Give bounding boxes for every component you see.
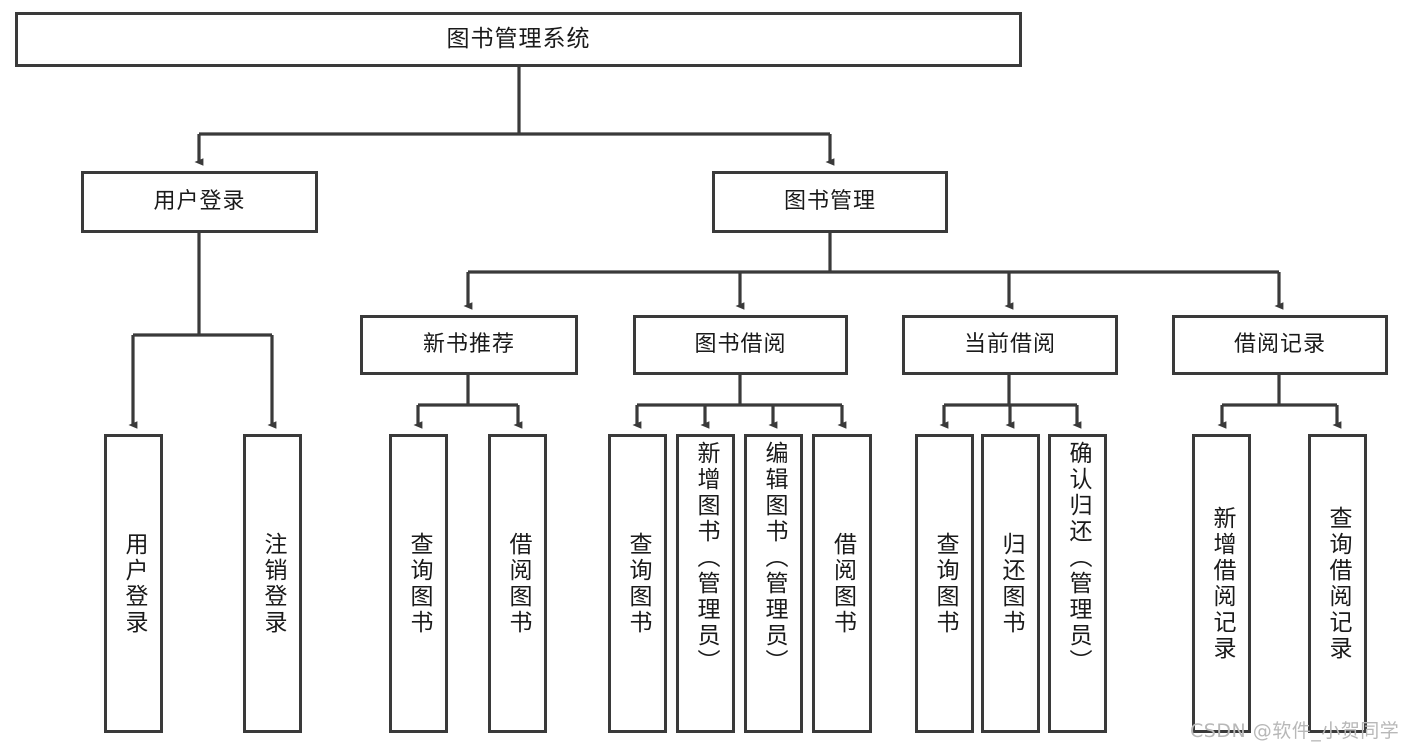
- leaf-borrow-edit-book-admin[interactable]: 编辑图书（管理员）: [744, 434, 803, 733]
- leaf-current-query-books-label: 查询图书: [932, 531, 958, 636]
- node-current-borrowing-label: 当前借阅: [963, 331, 1056, 357]
- leaf-user-login-logout-label: 注销登录: [260, 531, 286, 636]
- leaf-current-query-books[interactable]: 查询图书: [915, 434, 974, 733]
- leaf-new-book-query-books-label: 查询图书: [406, 531, 432, 636]
- node-book-management-label: 图书管理: [783, 188, 876, 214]
- node-current-borrowing[interactable]: 当前借阅: [902, 315, 1118, 375]
- leaf-record-add-borrow-record-label: 新增借阅记录: [1209, 505, 1235, 662]
- leaf-borrow-query-books[interactable]: 查询图书: [608, 434, 667, 733]
- leaf-record-add-borrow-record[interactable]: 新增借阅记录: [1192, 434, 1251, 733]
- node-root-book-management-system[interactable]: 图书管理系统: [15, 12, 1022, 67]
- node-borrowing-record[interactable]: 借阅记录: [1172, 315, 1388, 375]
- leaf-borrow-borrow-books-label: 借阅图书: [829, 531, 856, 636]
- node-book-borrowing[interactable]: 图书借阅: [633, 315, 848, 375]
- leaf-current-confirm-return-admin[interactable]: 确认归还（管理员）: [1048, 434, 1107, 733]
- node-book-management[interactable]: 图书管理: [712, 171, 948, 233]
- leaf-new-book-borrow-books-label: 借阅图书: [505, 531, 531, 636]
- leaf-borrow-borrow-books[interactable]: 借阅图书: [812, 434, 872, 733]
- leaf-borrow-edit-book-admin-label: 编辑图书（管理员）: [761, 441, 787, 675]
- node-new-book-recommendation-label: 新书推荐: [422, 331, 515, 357]
- leaf-new-book-borrow-books[interactable]: 借阅图书: [488, 434, 547, 733]
- leaf-record-query-borrow-record[interactable]: 查询借阅记录: [1308, 434, 1367, 733]
- leaf-user-login-logout[interactable]: 注销登录: [243, 434, 302, 733]
- node-user-login[interactable]: 用户登录: [81, 171, 318, 233]
- node-borrowing-record-label: 借阅记录: [1233, 331, 1326, 357]
- node-book-borrowing-label: 图书借阅: [694, 331, 787, 357]
- leaf-current-confirm-return-admin-label: 确认归还（管理员）: [1065, 441, 1091, 675]
- node-user-login-label: 用户登录: [153, 188, 246, 214]
- node-new-book-recommendation[interactable]: 新书推荐: [360, 315, 578, 375]
- leaf-current-return-books[interactable]: 归还图书: [981, 434, 1040, 733]
- leaf-record-query-borrow-record-label: 查询借阅记录: [1325, 505, 1351, 662]
- leaf-borrow-add-book-admin[interactable]: 新增图书（管理员）: [676, 434, 735, 733]
- csdn-watermark-text: CSDN @软件_小贺同学: [1190, 720, 1400, 742]
- leaf-new-book-query-books[interactable]: 查询图书: [389, 434, 448, 733]
- leaf-current-return-books-label: 归还图书: [998, 531, 1024, 636]
- leaf-borrow-add-book-admin-label: 新增图书（管理员）: [693, 441, 719, 675]
- leaf-borrow-query-books-label: 查询图书: [625, 531, 651, 636]
- node-root-label: 图书管理系统: [446, 25, 591, 52]
- csdn-watermark: CSDN @软件_小贺同学: [1190, 716, 1399, 743]
- leaf-user-login-login[interactable]: 用户登录: [104, 434, 163, 733]
- leaf-user-login-login-label: 用户登录: [121, 531, 147, 636]
